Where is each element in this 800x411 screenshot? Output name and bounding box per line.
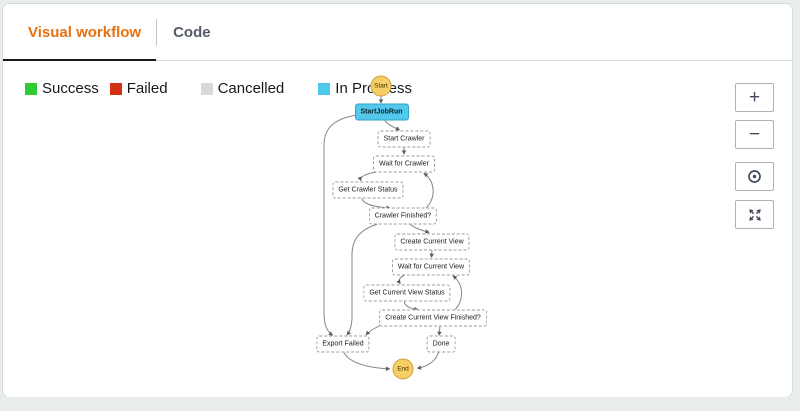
node-start-crawler-label: Start Crawler xyxy=(383,135,425,143)
node-wait-for-current-view[interactable]: Wait for Current View xyxy=(391,258,471,275)
visual-workflow-panel: Visual workflow Code Success Failed Canc… xyxy=(2,3,793,397)
node-wait-for-current-view-label: Wait for Current View xyxy=(397,263,465,270)
zoom-in-button[interactable]: + xyxy=(735,83,774,112)
edge-wait-for-crawler-to-get-crawler-status xyxy=(357,170,382,182)
node-create-current-view-label: Create Current View xyxy=(400,238,464,245)
workflow-edges xyxy=(323,96,463,371)
tab-code[interactable]: Code xyxy=(157,4,231,60)
edge-startjobrun-to-export-failed xyxy=(323,114,361,336)
success-swatch-icon xyxy=(25,82,37,95)
node-end-label: End xyxy=(397,365,409,373)
node-get-crawler-status-label: Get Crawler Status xyxy=(338,186,398,194)
edge-crawler-finished-to-create-current-view xyxy=(408,223,430,234)
node-export-failed[interactable]: Export Failed xyxy=(316,335,370,353)
tab-visual-workflow-label: Visual workflow xyxy=(28,23,142,41)
node-start-label: Start xyxy=(374,82,388,90)
plus-icon: + xyxy=(748,87,761,108)
zoom-out-button[interactable]: − xyxy=(735,120,774,149)
node-create-current-view-finished[interactable]: Create Current View Finished? xyxy=(379,309,487,327)
node-done-label: Done xyxy=(432,340,450,348)
node-get-current-view-status-label: Get Current View Status xyxy=(369,289,445,297)
edge-create-current-view-to-wait-for-current-view xyxy=(429,248,434,258)
node-wait-for-crawler-label: Wait for Crawler xyxy=(379,160,429,167)
tab-divider xyxy=(156,18,158,46)
failed-swatch-icon xyxy=(109,82,122,95)
minus-icon: − xyxy=(748,124,761,145)
tab-visual-workflow[interactable]: Visual workflow xyxy=(3,4,157,62)
edge-get-crawler-status-to-crawler-finished xyxy=(361,197,391,210)
target-icon xyxy=(748,170,761,183)
tab-code-label: Code xyxy=(173,23,211,41)
legend-cancelled-label: Cancelled xyxy=(217,80,285,97)
in-progress-swatch-icon xyxy=(318,82,331,95)
workflow-canvas: Success Failed Cancelled In Progress xyxy=(3,61,792,397)
edge-finished-to-wait-for-current-view xyxy=(452,275,463,311)
legend-item-success: Success xyxy=(25,80,99,97)
node-start[interactable]: Start xyxy=(370,75,392,97)
node-start-job-run[interactable]: StartJobRun xyxy=(354,103,409,121)
edge-get-current-view-status-to-finished xyxy=(403,300,419,312)
legend-success-label: Success xyxy=(42,80,99,97)
node-export-failed-label: Export Failed xyxy=(322,340,364,348)
edge-crawler-finished-to-export-failed xyxy=(346,223,381,336)
edge-wait-for-current-view-to-get-current-view-status xyxy=(396,273,409,285)
legend-item-cancelled: Cancelled xyxy=(168,80,285,97)
node-get-current-view-status[interactable]: Get Current View Status xyxy=(363,284,451,302)
tab-bar: Visual workflow Code xyxy=(3,4,792,62)
node-done[interactable]: Done xyxy=(426,335,456,353)
node-create-current-view-finished-label: Create Current View Finished? xyxy=(385,314,481,322)
center-view-button[interactable] xyxy=(735,162,774,191)
cancelled-swatch-icon xyxy=(200,82,213,95)
node-get-crawler-status[interactable]: Get Crawler Status xyxy=(332,181,404,199)
expand-arrows-icon xyxy=(748,208,761,221)
node-start-job-run-label: StartJobRun xyxy=(360,108,403,116)
node-create-current-view[interactable]: Create Current View xyxy=(394,233,470,250)
node-start-crawler[interactable]: Start Crawler xyxy=(377,130,431,148)
edge-done-to-end xyxy=(416,350,440,370)
node-end[interactable]: End xyxy=(392,358,414,380)
node-wait-for-crawler[interactable]: Wait for Crawler xyxy=(373,155,435,172)
edge-startjobrun-to-start-crawler xyxy=(383,118,401,131)
edge-crawler-finished-to-wait-for-crawler xyxy=(423,172,434,209)
edge-export-failed-to-end xyxy=(343,350,391,371)
status-legend: Success Failed Cancelled In Progress xyxy=(25,80,412,97)
node-crawler-finished[interactable]: Crawler Finished? xyxy=(368,207,438,225)
legend-failed-label: Failed xyxy=(126,80,168,97)
node-crawler-finished-label: Crawler Finished? xyxy=(374,212,432,220)
legend-item-failed: Failed xyxy=(99,80,168,97)
fit-view-button[interactable] xyxy=(735,200,774,229)
edge-finished-to-done xyxy=(437,325,442,336)
